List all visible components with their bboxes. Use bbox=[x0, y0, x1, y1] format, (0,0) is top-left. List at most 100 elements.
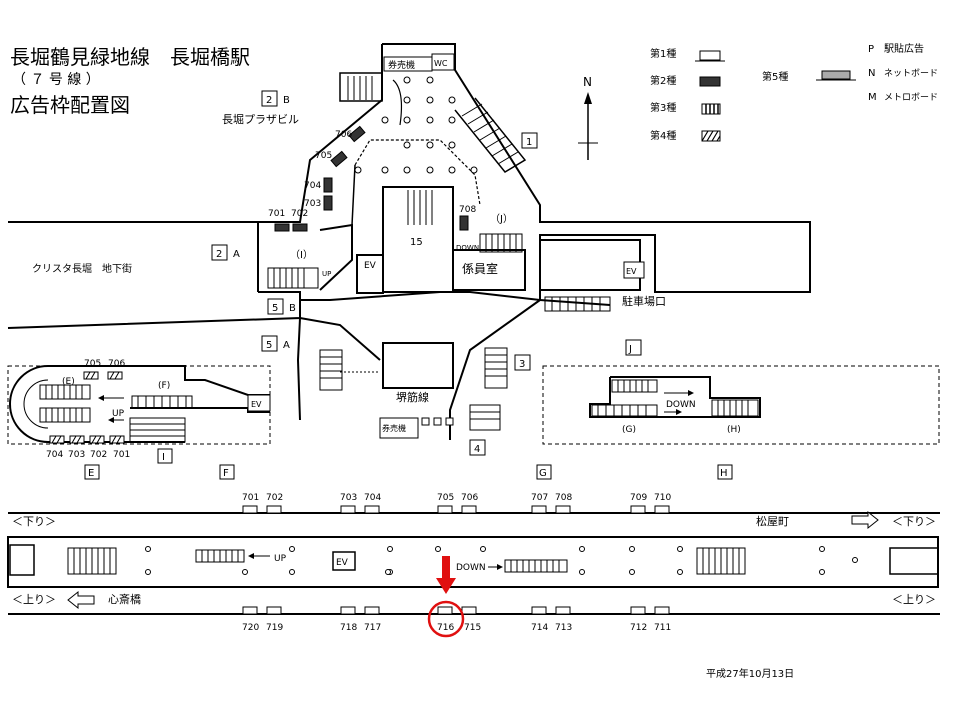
ad-label: 704 bbox=[364, 493, 381, 503]
platform-top-ads bbox=[242, 505, 670, 514]
platform-up-label: UP bbox=[274, 554, 287, 564]
concourse-labels: 券売機 WC 長堀プラザビル クリスタ長堀 地下街 係員室 駐車場口 堺筋線 券… bbox=[32, 53, 666, 433]
platform-ev-label: EV bbox=[336, 558, 349, 568]
ticket-machine-2-label: 券売機 bbox=[382, 423, 406, 433]
exit-5a-num: 5 bbox=[266, 340, 272, 351]
exit-j: J bbox=[628, 344, 632, 355]
ad-label: 709 bbox=[630, 493, 647, 503]
plaza-building-label: 長堀プラザビル bbox=[222, 113, 299, 126]
ad-label: 702 bbox=[266, 493, 283, 503]
detail-j-down: DOWN bbox=[666, 400, 696, 410]
ad-label: 706 bbox=[461, 493, 478, 503]
detail-i-panel: EV UP (E) (F) bbox=[7, 359, 271, 460]
parking-label: 駐車場口 bbox=[622, 294, 666, 308]
ev-2-label: EV bbox=[626, 267, 637, 276]
legend-type3-swatch bbox=[701, 103, 721, 115]
platform: 701 702 703 704 705 706 707 708 709 710 … bbox=[7, 493, 940, 638]
platform-bottom-ad-labels: 720 719 718 717 716 715 714 713 712 711 bbox=[242, 623, 671, 633]
ad-label: 713 bbox=[555, 623, 572, 633]
platform-columns bbox=[145, 546, 858, 575]
num-15-label: 15 bbox=[410, 237, 423, 248]
platform-stairs bbox=[67, 547, 746, 575]
platform-top-ad-labels: 701 702 703 704 705 706 707 708 709 710 bbox=[242, 493, 671, 503]
detail-j-g: (G) bbox=[622, 425, 636, 435]
wc-label: WC bbox=[434, 59, 448, 68]
exit-5b-letter: B bbox=[289, 303, 296, 314]
down-direction-left: ＜下り＞ bbox=[12, 515, 56, 528]
concourse-columns bbox=[354, 76, 478, 174]
section-label: I bbox=[162, 452, 165, 463]
station-title: 長堀鶴見緑地線 長堀橋駅 bbox=[10, 45, 250, 69]
mall-corridor bbox=[7, 291, 301, 329]
right-arrow-icon bbox=[851, 510, 879, 530]
ad-label: 714 bbox=[531, 623, 548, 633]
highlight-circle bbox=[427, 600, 465, 638]
legend-type3: 第3種 bbox=[650, 101, 676, 114]
platform-bottom-ads bbox=[242, 606, 670, 615]
exit-3: 3 bbox=[519, 359, 525, 370]
exit-5a-letter: A bbox=[283, 340, 290, 351]
north-arrow: N bbox=[578, 75, 598, 160]
date-label: 平成27年10月13日 bbox=[706, 667, 794, 680]
concourse-stairs bbox=[267, 76, 611, 431]
shinsaibashi-label: 心斎橋 bbox=[108, 592, 141, 606]
area-j-label: （J） bbox=[490, 213, 513, 225]
ad-label: 720 bbox=[242, 623, 259, 633]
exit-4: 4 bbox=[474, 444, 480, 455]
legend-type1-swatch bbox=[699, 50, 721, 61]
detail-i-ad: 701 bbox=[113, 450, 130, 460]
legend-m-key: M bbox=[868, 92, 877, 103]
section-labels: I E F G H bbox=[84, 448, 733, 480]
detail-i-ad: 705 bbox=[84, 359, 101, 369]
map-subtitle: 広告枠配置図 bbox=[10, 93, 130, 117]
ticket-machine-2-box bbox=[379, 417, 419, 439]
concourse-ad-labels: 706 705 704 703 701 702 708 bbox=[268, 130, 476, 219]
up-direction-left: ＜上り＞ bbox=[12, 593, 56, 606]
legend-n-label: ネットボード bbox=[884, 68, 938, 79]
sakaisuji-block bbox=[382, 342, 454, 389]
legend-p-key: P bbox=[868, 44, 874, 55]
ad-label: 719 bbox=[266, 623, 283, 633]
legend-type5-swatch bbox=[821, 70, 851, 80]
detail-i-ad: 703 bbox=[68, 450, 85, 460]
detail-i-up: UP bbox=[112, 409, 125, 419]
staff-room bbox=[452, 249, 526, 291]
hall-outline-east bbox=[382, 43, 811, 300]
ad-label: 712 bbox=[630, 623, 647, 633]
legend-type2: 第2種 bbox=[650, 74, 676, 87]
ad-label: 711 bbox=[654, 623, 671, 633]
legend-p-label: 駅貼広告 bbox=[884, 42, 924, 55]
matsuyamachi-label: 松屋町 bbox=[756, 514, 789, 528]
highlight-arrow-shaft bbox=[442, 556, 450, 578]
exit-2b-letter: B bbox=[283, 95, 290, 106]
ad-label: 708 bbox=[555, 493, 572, 503]
north-label: N bbox=[583, 75, 592, 89]
detail-j-panel: DOWN (G) (H) bbox=[542, 365, 940, 445]
down-direction-right: ＜下り＞ bbox=[892, 515, 936, 528]
ad-label: 703 bbox=[304, 199, 321, 209]
section-label: F bbox=[223, 468, 229, 479]
ad-label: 710 bbox=[654, 493, 671, 503]
section-label: H bbox=[720, 468, 728, 479]
highlight-arrow-head bbox=[436, 578, 456, 594]
exit-2a-num: 2 bbox=[216, 249, 222, 260]
platform-down-label: DOWN bbox=[456, 563, 486, 573]
legend-type5: 第5種 bbox=[762, 70, 788, 83]
exit-markers: 1 2 B 2 A 5 B 5 A 3 4 J bbox=[211, 90, 642, 456]
detail-i-f: (F) bbox=[158, 381, 170, 391]
detail-i-ev: EV bbox=[251, 400, 262, 409]
legend-type4: 第4種 bbox=[650, 129, 676, 142]
exit-2b-num: 2 bbox=[266, 95, 272, 106]
exit-2a-letter: A bbox=[233, 249, 240, 260]
ad-label: 708 bbox=[459, 205, 476, 215]
up-label: UP bbox=[322, 270, 331, 278]
ad-label: 717 bbox=[364, 623, 381, 633]
down-label: DOWN bbox=[456, 244, 479, 252]
ev-label: EV bbox=[364, 261, 377, 271]
detail-i-e: (E) bbox=[62, 377, 75, 387]
detail-i-ad: 704 bbox=[46, 450, 63, 460]
section-label: E bbox=[88, 468, 94, 479]
ad-label: 706 bbox=[335, 130, 352, 140]
header: 長堀鶴見緑地線 長堀橋駅 （ ７ 号 線 ） 広告枠配置図 bbox=[10, 45, 250, 117]
legend-type2-swatch bbox=[699, 76, 721, 87]
